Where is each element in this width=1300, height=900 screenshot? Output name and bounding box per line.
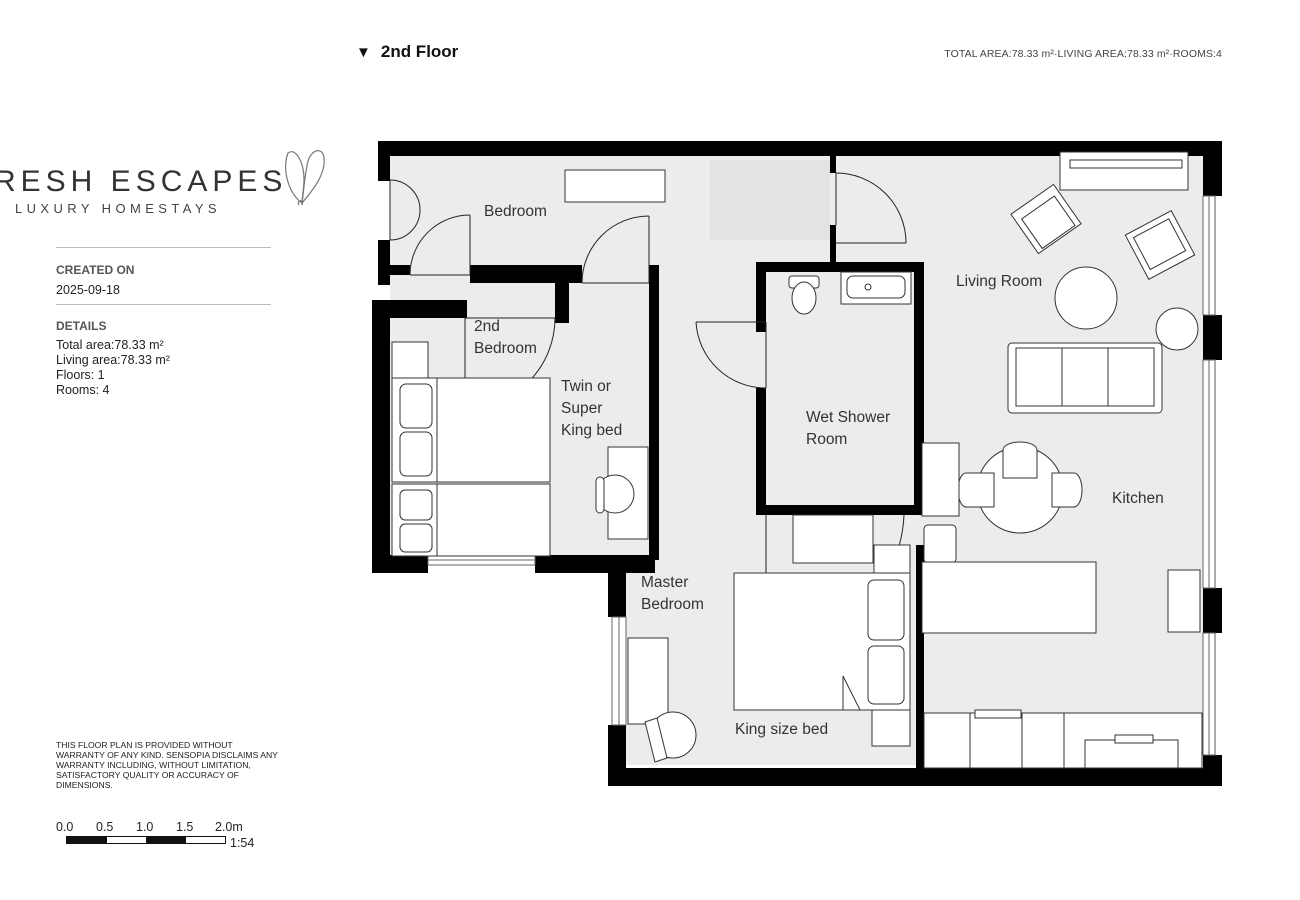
- kitchen-island: [921, 561, 1097, 634]
- king-bed: [733, 572, 911, 711]
- sofa: [1007, 342, 1163, 414]
- side-table: [1155, 307, 1199, 351]
- scale-tick: 1.5: [176, 820, 194, 834]
- scale-segments: [66, 836, 226, 844]
- scale-tick: 0.5: [96, 820, 114, 834]
- room-label-living-room: Living Room: [956, 273, 1043, 290]
- scale-tick: 1.0: [136, 820, 154, 834]
- kitchen-side-unit: [1167, 569, 1201, 633]
- created-heading: CREATED ON: [56, 263, 135, 277]
- details-rooms: Rooms: 4: [56, 383, 110, 397]
- disclaimer: THIS FLOOR PLAN IS PROVIDED WITHOUT WARR…: [56, 740, 278, 790]
- sink: [840, 271, 912, 305]
- armchair-left: [1010, 183, 1082, 255]
- cabinet: [921, 442, 960, 517]
- stool: [923, 524, 957, 564]
- brand-name: RESH ESCAPES: [0, 165, 288, 198]
- dresser-master: [792, 514, 874, 564]
- brand-tagline: LUXURY HOMESTAYS: [15, 201, 221, 216]
- tv-unit: [1059, 151, 1189, 191]
- armchair-right: [1124, 210, 1196, 280]
- scale-tick: 2.0m: [215, 820, 243, 834]
- details-living-area: Living area:78.33 m²: [56, 353, 170, 367]
- room-label-2nd-bedroom: 2nd Bedroom: [474, 318, 537, 357]
- area-summary: TOTAL AREA:78.33 m²·LIVING AREA:78.33 m²…: [944, 48, 1222, 60]
- round-coffee-table: [1054, 266, 1118, 330]
- brand-block: RESH ESCAPES LUXURY HOMESTAYS: [0, 165, 288, 216]
- desk-master: [627, 637, 669, 725]
- details-heading: DETAILS: [56, 319, 107, 333]
- room-label-bedroom: Bedroom: [484, 203, 547, 220]
- twin-beds: [391, 377, 551, 557]
- room-label-king-bed: King size bed: [735, 721, 829, 738]
- nightstand-master-top: [873, 544, 911, 574]
- butterfly-logo-icon: [285, 150, 325, 206]
- kitchen-counter: [923, 709, 1203, 769]
- scale-tick: 0.0: [56, 820, 74, 834]
- corridor-area: [710, 160, 830, 240]
- nightstand-master: [871, 709, 911, 747]
- chair-twin: [595, 474, 635, 514]
- room-label-twin-bed: Twin or Super King bed: [561, 378, 623, 439]
- windows: [427, 195, 1216, 756]
- scale-ratio: 1:54: [230, 836, 255, 850]
- room-label-wet-shower: Wet Shower Room: [806, 409, 891, 448]
- created-date: 2025-09-18: [56, 283, 120, 297]
- room-label-kitchen: Kitchen: [1112, 490, 1164, 507]
- room-label-master-bedroom: Master Bedroom: [641, 574, 704, 613]
- details-total-area: Total area:78.33 m²: [56, 338, 164, 352]
- divider: [56, 304, 271, 305]
- furniture: [391, 151, 1203, 769]
- dining-set: [957, 441, 1083, 534]
- floor-header: ▼ 2nd Floor: [356, 42, 458, 62]
- nightstand-twin: [391, 341, 429, 379]
- divider: [56, 247, 271, 248]
- floor-name: 2nd Floor: [380, 42, 459, 61]
- details-floors: Floors: 1: [56, 368, 105, 382]
- dresser-bedroom: [564, 169, 666, 203]
- triangle-down-icon[interactable]: ▼: [356, 43, 371, 61]
- chair-master: [644, 711, 697, 763]
- tv: [1069, 159, 1183, 169]
- toilet: [788, 275, 820, 315]
- walls: [372, 141, 1222, 786]
